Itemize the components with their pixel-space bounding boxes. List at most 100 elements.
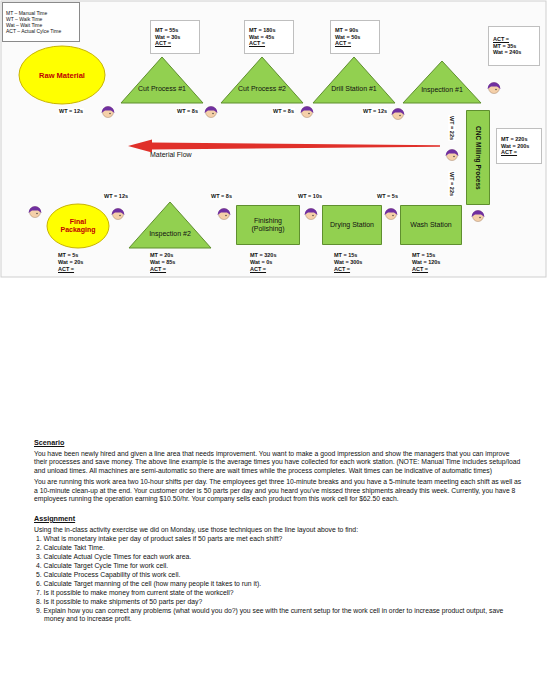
paragraph: Using the in-class activity exercise we …	[34, 526, 522, 534]
time-value: MT = 35s	[493, 43, 516, 50]
operator-icon	[112, 208, 125, 219]
time-value: ACT =	[155, 40, 171, 47]
legend-entry: MT – Manual Time	[6, 10, 47, 16]
walk-time-label: WT = 8s	[210, 193, 233, 200]
section-heading: Assignment	[34, 514, 522, 523]
list-item: 5. Calculate Process Capability of this …	[34, 571, 522, 579]
raw-material-circle: Raw Material	[18, 45, 106, 105]
time-value: ACT =	[250, 266, 266, 273]
station-name: Wash Station	[410, 221, 451, 229]
time-value: Wat = 30s	[155, 34, 180, 41]
inspection-triangle: Inspection #2	[128, 201, 212, 249]
time-value: Wat = 120s	[412, 259, 440, 266]
data-box: MT = 180sWat = 45sACT =	[244, 20, 294, 54]
data-box: MT = 90sWat = 50sACT =	[330, 20, 380, 54]
tri-outline	[312, 56, 396, 104]
time-value: Wat = 20s	[58, 259, 83, 266]
inspection-triangle: Inspection #1	[402, 60, 482, 104]
time-value: Wat = 200s	[501, 143, 529, 150]
flow-label: Material Flow	[150, 151, 192, 159]
time-value: ACT =	[412, 266, 428, 273]
time-value: Wat = 300s	[334, 259, 362, 266]
operator-icon	[301, 106, 314, 117]
list-item: 7. Is it possible to make money from cur…	[34, 589, 522, 597]
tri-outline	[120, 56, 204, 104]
time-value: MT = 90s	[335, 27, 358, 34]
walk-time-label: WT = 22s	[449, 171, 456, 197]
operator-icon	[488, 82, 501, 93]
final-packaging-circle: Final Packaging	[46, 203, 110, 249]
walk-time-label: WT = 10s	[297, 193, 323, 200]
list-item: 4. Calculate Target Cycle Time for work …	[34, 562, 522, 570]
station-name: Inspection #2	[149, 230, 191, 238]
station-name: Cut Process #1	[138, 85, 186, 93]
operator-icon	[446, 149, 459, 160]
time-value: ACT =	[334, 266, 350, 273]
station-name: Finishing (Polishing)	[240, 217, 296, 234]
data-box: ACT =MT = 35sWat = 240s	[488, 26, 540, 66]
paragraph: You have been newly hired and given a li…	[34, 450, 522, 475]
time-value: MT = 55s	[155, 27, 178, 34]
process-triangle: Cut Process #1	[120, 56, 204, 104]
time-value: ACT =	[501, 149, 517, 156]
tri-outline	[220, 56, 304, 104]
data-box: MT = 220sWat = 200sACT =	[496, 128, 542, 164]
legend-entry: WT – Walk Time	[6, 16, 42, 22]
material-flow-arrow	[128, 140, 440, 153]
process-box: Wash Station	[400, 205, 462, 245]
list-item: 2. Calculate Takt Time.	[34, 544, 522, 552]
operator-icon	[385, 208, 398, 219]
time-value: Wat = 240s	[493, 49, 521, 56]
time-value: ACT =	[249, 40, 265, 47]
list-item: 3. Calculate Actual Cycle Times for each…	[34, 553, 522, 561]
list-item: 6. Calculate Target manning of the cell …	[34, 580, 522, 588]
operator-icon	[29, 206, 42, 217]
time-value: Wat = 0s	[250, 259, 272, 266]
time-value: ACT =	[150, 266, 166, 273]
time-value: MT = 5s	[58, 252, 78, 259]
time-value: MT = 180s	[249, 27, 275, 34]
paragraph: You are running this work area two 10-ho…	[34, 478, 522, 503]
walk-time-label: WT = 12s	[362, 108, 388, 115]
time-value: MT = 15s	[412, 252, 435, 259]
process-box: Drying Station	[322, 205, 382, 245]
legend-entry: ACT – Actual Cylce Time	[6, 28, 61, 34]
tri-outline	[128, 201, 212, 249]
tri-outline	[402, 60, 482, 104]
diagram-frame	[1, 1, 546, 277]
walk-time-label: WT = 5s	[376, 193, 399, 200]
time-value: ACT =	[58, 266, 74, 273]
station-name: Final Packaging	[55, 218, 101, 235]
legend-entry: Wat – Wait Time	[6, 22, 42, 28]
time-value: Wat = 85s	[150, 259, 175, 266]
data-box: MT = 55sWat = 30sACT =	[150, 20, 200, 54]
time-value: MT = 220s	[501, 136, 527, 143]
station-name: Drying Station	[330, 221, 374, 229]
process-box: CNC Milling Process	[466, 110, 490, 205]
operator-icon	[218, 208, 231, 219]
process-box: Finishing (Polishing)	[236, 205, 300, 245]
time-value: MT = 15s	[334, 252, 357, 259]
station-name: Drill Station #1	[331, 85, 377, 93]
walk-time-label: WT = 12s	[58, 108, 84, 115]
process-triangle: Drill Station #1	[312, 56, 396, 104]
list-item: 1. What is monetary intake per day of pr…	[34, 535, 522, 543]
station-name: Cut Process #2	[238, 85, 286, 93]
operator-icon	[305, 208, 318, 219]
process-triangle: Cut Process #2	[220, 56, 304, 104]
operator-icon	[472, 210, 485, 221]
station-name: Inspection #1	[421, 86, 463, 94]
section-heading: Scenario	[34, 438, 522, 447]
time-value: Wat = 50s	[335, 34, 360, 41]
scenario-text: ScenarioYou have been newly hired and gi…	[34, 438, 522, 624]
walk-time-label: WT = 12s	[103, 193, 129, 200]
station-name: CNC Milling Process	[474, 126, 482, 190]
time-value: ACT =	[335, 40, 351, 47]
time-value: Wat = 45s	[249, 34, 274, 41]
time-value: MT = 20s	[150, 252, 173, 259]
operator-icon	[102, 106, 115, 117]
operator-icon	[392, 108, 405, 119]
legend-box: MT – Manual TimeWT – Walk TimeWat – Wait…	[2, 2, 80, 42]
station-name: Raw Material	[39, 71, 85, 80]
list-item: 8. Is it possible to make shipments of 5…	[34, 598, 522, 606]
